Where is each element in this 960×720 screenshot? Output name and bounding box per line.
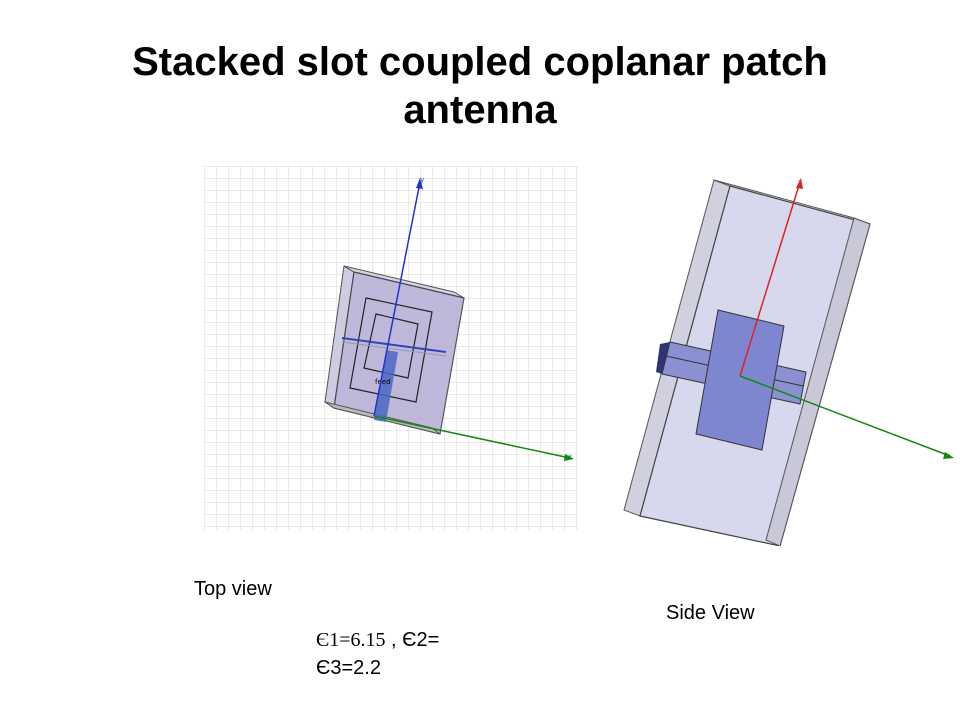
top-view-figure: feed y x: [204, 166, 578, 530]
eps-separator: ,: [385, 629, 403, 651]
substrate-box: [324, 265, 465, 435]
title-line-2: antenna: [403, 88, 557, 132]
outer-patch: [349, 297, 433, 403]
top-view-caption: Top view: [194, 578, 272, 600]
z-axis-label: z: [798, 178, 802, 186]
y-axis-label: y: [420, 176, 424, 184]
slide-title: Stacked slot coupled coplanar patch ante…: [60, 38, 900, 134]
side-x-axis-label: x: [946, 452, 950, 460]
side-patch: [695, 309, 785, 451]
slot-line: [341, 337, 447, 353]
side-view-caption: Side View: [666, 602, 755, 624]
y-axis: [373, 181, 421, 417]
z-axis: [739, 181, 801, 377]
inner-patch: [363, 313, 419, 379]
side-view-figure: z x: [623, 178, 954, 546]
title-line-1: Stacked slot coupled coplanar patch: [132, 40, 828, 84]
x-axis: [373, 415, 571, 459]
side-x-axis: [739, 375, 951, 457]
feed-strip: [374, 350, 398, 422]
eps2-value: Є2=: [402, 629, 440, 651]
x-axis-label: x: [568, 453, 572, 461]
eps1-value: Є1=6.15: [316, 629, 386, 651]
feed-label: feed: [375, 378, 391, 386]
eps3-value: Є3=2.2: [316, 657, 381, 679]
permittivity-values: Є1=6.15 , Є2= Є3=2.2: [316, 626, 439, 682]
